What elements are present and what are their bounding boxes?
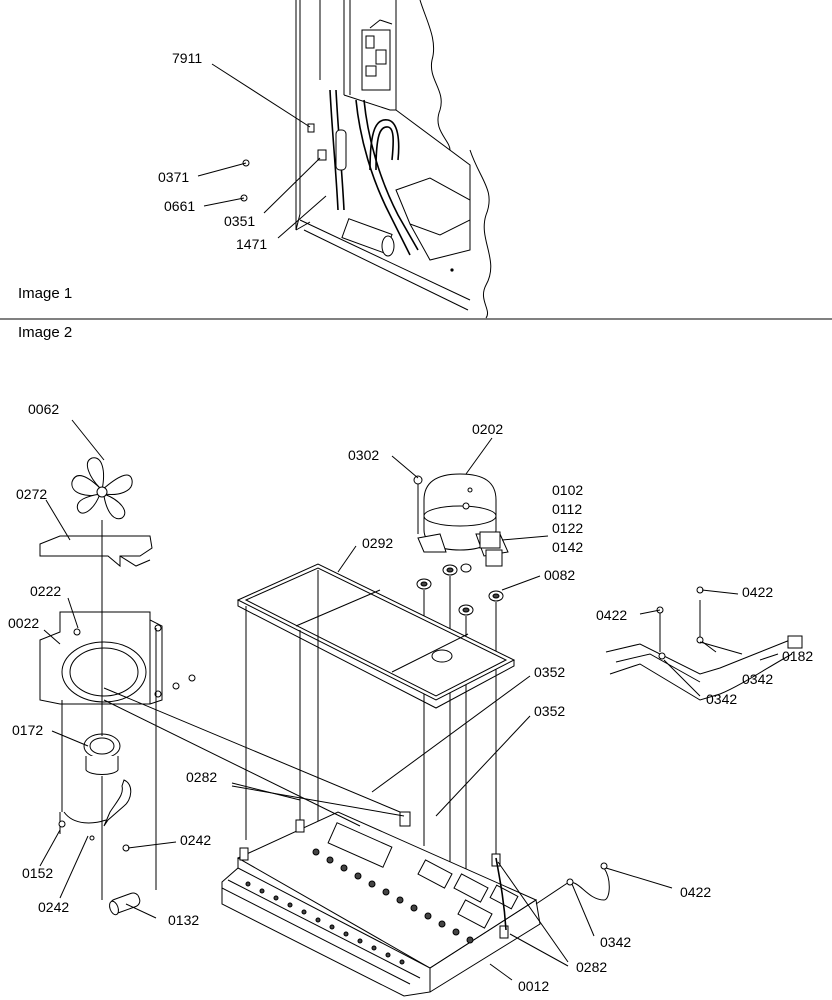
part-label-0422-bottom: 0422 <box>680 884 711 900</box>
wiring-harness-drawing <box>535 586 803 905</box>
part-label-7911: 7911 <box>172 50 202 66</box>
part-label-0242-left: 0242 <box>38 899 69 915</box>
part-label-0282-right: 0282 <box>576 959 607 975</box>
part-label-0371: 0371 <box>158 169 189 185</box>
part-label-0351: 0351 <box>224 213 255 229</box>
part-label-0012: 0012 <box>518 978 549 994</box>
part-label-0342-middle: 0342 <box>706 691 737 707</box>
part-label-0342-bottom: 0342 <box>600 934 631 950</box>
image2-leaders <box>39 419 779 981</box>
part-label-0132: 0132 <box>168 912 199 928</box>
part-label-0422-top-right: 0422 <box>742 584 773 600</box>
part-label-0112: 0112 <box>552 501 582 517</box>
image1-drawing <box>240 0 492 319</box>
part-label-0202: 0202 <box>472 421 503 437</box>
part-label-0282-left: 0282 <box>186 769 217 785</box>
part-label-0302: 0302 <box>348 447 379 463</box>
part-label-1471: 1471 <box>236 236 267 252</box>
part-label-0022: 0022 <box>8 615 39 631</box>
part-label-0102: 0102 <box>552 482 583 498</box>
part-label-0142: 0142 <box>552 539 583 555</box>
image1-leaders <box>197 63 327 239</box>
capacitor-drawing <box>109 892 141 916</box>
image1-caption: Image 1 <box>18 285 73 302</box>
part-label-0242-right: 0242 <box>180 832 211 848</box>
fan-assembly-guides <box>61 520 157 900</box>
part-label-0272: 0272 <box>16 486 47 502</box>
base-pan-drawing <box>221 811 541 997</box>
part-label-0122: 0122 <box>552 520 583 536</box>
fan-housing-drawing <box>39 611 196 705</box>
drain-pan-drawing <box>236 563 516 840</box>
part-label-0222: 0222 <box>30 583 61 599</box>
part-label-0182: 0182 <box>782 648 813 664</box>
compressor-drawing <box>413 473 509 567</box>
image2-caption: Image 2 <box>18 324 73 341</box>
part-label-0152: 0152 <box>22 865 53 881</box>
part-label-0422-top-left: 0422 <box>596 607 627 623</box>
part-label-0062: 0062 <box>28 401 59 417</box>
fan-motor-drawing <box>58 733 132 852</box>
shroud-drawing <box>39 535 153 568</box>
image2-labels: 0062 0272 0222 0022 0172 0152 0242 0242 … <box>8 401 813 994</box>
fan-blade-drawing <box>71 457 133 520</box>
grommets-drawing <box>416 563 504 876</box>
part-label-0172: 0172 <box>12 722 43 738</box>
part-label-0352-lower: 0352 <box>534 703 565 719</box>
part-label-0342-upper: 0342 <box>742 671 773 687</box>
part-label-0352-upper: 0352 <box>534 664 565 680</box>
part-label-0082: 0082 <box>544 567 575 583</box>
part-label-0661: 0661 <box>164 198 195 214</box>
image1-labels: 7911 0371 0661 0351 1471 <box>158 50 267 252</box>
part-label-0292: 0292 <box>362 535 393 551</box>
